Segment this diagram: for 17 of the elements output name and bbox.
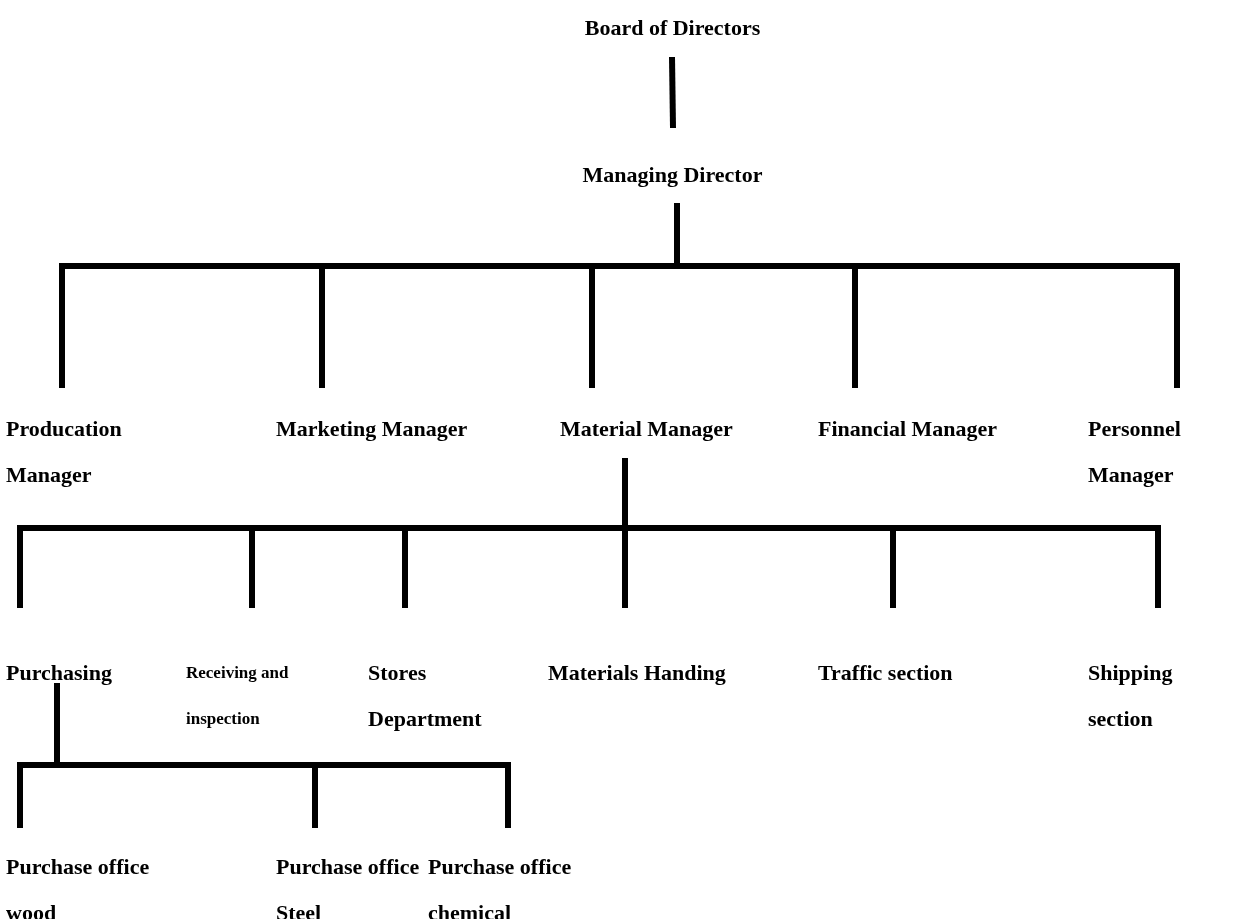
org-chart-label: Financial Manager: [818, 415, 998, 443]
org-chart-label: Purchasing: [6, 659, 112, 687]
org-chart-label: Material Manager: [560, 415, 733, 443]
connector-line: [622, 458, 1161, 608]
connector-line: [674, 203, 1180, 388]
org-chart-label: Board of Directors: [584, 14, 761, 42]
connector-line: [54, 683, 511, 828]
connector-line: [669, 56, 676, 129]
org-chart-label: Marketing Manager: [276, 415, 468, 443]
org-chart-label: Personnel Manager: [1088, 415, 1182, 489]
org-chart-label: Managing Director: [582, 161, 763, 189]
org-chart-label: Traffic section: [818, 659, 953, 687]
org-chart-label: Shipping section: [1088, 659, 1174, 733]
org-chart-label: Materials Handing: [548, 659, 726, 687]
org-chart-label: Receiving and inspection: [186, 662, 290, 730]
org-chart-label: Stores Department: [368, 659, 483, 733]
org-chart-label: Producation Manager: [6, 415, 123, 489]
